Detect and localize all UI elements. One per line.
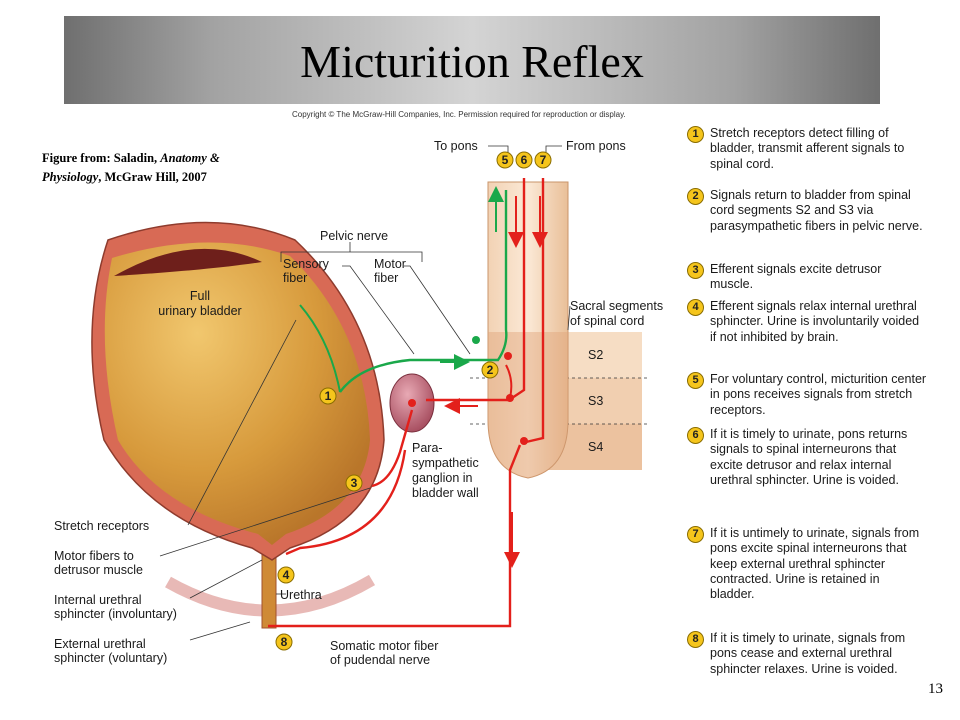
motor-fiber-to-detrusor <box>371 409 414 488</box>
svg-text:8: 8 <box>281 635 288 649</box>
svg-text:3: 3 <box>351 476 358 490</box>
slide-title: Micturition Reflex <box>300 36 644 87</box>
svg-text:4: 4 <box>283 568 290 582</box>
pelvic-nerve-bracket <box>280 251 423 262</box>
motor-fiber-descending-7 <box>525 178 545 444</box>
marker-5: 5 <box>496 151 514 169</box>
spinal-cord-shading <box>488 332 568 478</box>
credit-suffix: , McGraw Hill, 2007 <box>98 170 207 184</box>
spinal-cord <box>487 181 569 479</box>
pons-bracket-to <box>488 145 509 154</box>
label-s2: S2 <box>588 348 603 362</box>
marker-7: 7 <box>534 151 552 169</box>
step-3: 3 Efferent signals excite detrusor muscle… <box>687 262 927 299</box>
step-4-badge: 4 <box>687 299 704 316</box>
external-sphincter-leader <box>189 621 251 641</box>
internal-sphincter-leader <box>189 559 263 599</box>
svg-text:7: 7 <box>540 153 547 167</box>
pons-bracket-from <box>545 145 562 154</box>
step-7: 7 If it is untimely to urinate, signals f… <box>687 526 927 631</box>
step-6-badge: 6 <box>687 427 704 444</box>
sensory-fiber-leader <box>342 265 415 355</box>
motor-fibers-leader <box>159 487 371 557</box>
interneuron-soma-1 <box>504 352 512 360</box>
step-4-text: Efferent signals relax internal urethral… <box>710 299 920 344</box>
label-s4: S4 <box>588 440 603 454</box>
sacral-leader <box>567 305 571 331</box>
label-from-pons: From pons <box>566 139 626 153</box>
marker-3: 3 <box>345 474 363 492</box>
label-urethra: Urethra <box>280 588 322 602</box>
step-3-text: Efferent signals excite detrusor muscle. <box>710 262 882 292</box>
svg-text:1: 1 <box>325 389 332 403</box>
bladder-urine <box>104 242 371 545</box>
sensory-fiber-path <box>339 190 508 393</box>
step-8-badge: 8 <box>687 631 704 648</box>
step-8: 8 If it is timely to urinate, signals fro… <box>687 631 927 677</box>
ganglion-soma <box>408 399 416 407</box>
interneuron-soma-2 <box>506 394 514 402</box>
step-6-text: If it is timely to urinate, pons returns… <box>710 427 908 487</box>
step-6: 6 If it is timely to urinate, pons return… <box>687 427 927 526</box>
marker-4: 4 <box>277 566 295 584</box>
label-stretch-receptors: Stretch receptors <box>54 519 149 533</box>
step-4: 4 Efferent signals relax internal urethra… <box>687 299 927 372</box>
step-7-text: If it is untimely to urinate, signals fr… <box>710 526 920 602</box>
step-1-text: Stretch receptors detect filling of blad… <box>710 126 905 171</box>
interneuron-soma-3 <box>520 437 528 445</box>
step-2-badge: 2 <box>687 188 704 205</box>
step-5: 5 For voluntary control, micturition cent… <box>687 372 927 427</box>
credit-book: Anatomy & Physiology <box>42 151 220 184</box>
motor-fiber-descending-6 <box>511 178 526 399</box>
step-3-badge: 3 <box>687 262 704 279</box>
copyright-notice: Copyright © The McGraw-Hill Companies, I… <box>292 110 626 119</box>
label-pelvic-nerve: Pelvic nerve <box>320 229 388 243</box>
credit-prefix: Figure from: Saladin, <box>42 151 161 165</box>
step-list: 1 Stretch receptors detect filling of bla… <box>687 126 927 677</box>
sensory-fiber-wall <box>299 304 341 393</box>
step-1: 1 Stretch receptors detect filling of bla… <box>687 126 927 188</box>
bladder-air-space <box>114 248 262 276</box>
sensory-synapse <box>472 336 480 344</box>
motor-fiber-leader <box>404 265 471 355</box>
urethra <box>261 547 277 629</box>
svg-text:2: 2 <box>487 363 494 377</box>
pudendal-motor-fiber <box>268 444 522 628</box>
stretch-receptors-leader <box>187 319 297 526</box>
step-5-badge: 5 <box>687 372 704 389</box>
slide-number: 13 <box>928 681 943 697</box>
svg-text:6: 6 <box>521 153 528 167</box>
step-1-badge: 1 <box>687 126 704 143</box>
figure-credit: Figure from: Saladin, Anatomy & Physiolo… <box>42 149 262 187</box>
motor-fiber-to-sphincter <box>285 449 407 556</box>
label-s3: S3 <box>588 394 603 408</box>
marker-8: 8 <box>275 633 293 651</box>
step-2: 2 Signals return to bladder from spinal c… <box>687 188 927 262</box>
step-8-text: If it is timely to urinate, signals from… <box>710 631 906 676</box>
label-to-pons: To pons <box>434 139 478 153</box>
marker-1: 1 <box>319 387 337 405</box>
step-5-text: For voluntary control, micturition cente… <box>710 372 927 417</box>
svg-text:5: 5 <box>502 153 509 167</box>
title-bar: Micturition Reflex <box>64 16 880 104</box>
step-2-text: Signals return to bladder from spinal co… <box>710 188 923 233</box>
marker-6: 6 <box>515 151 533 169</box>
step-7-badge: 7 <box>687 526 704 543</box>
marker-2: 2 <box>481 361 499 379</box>
